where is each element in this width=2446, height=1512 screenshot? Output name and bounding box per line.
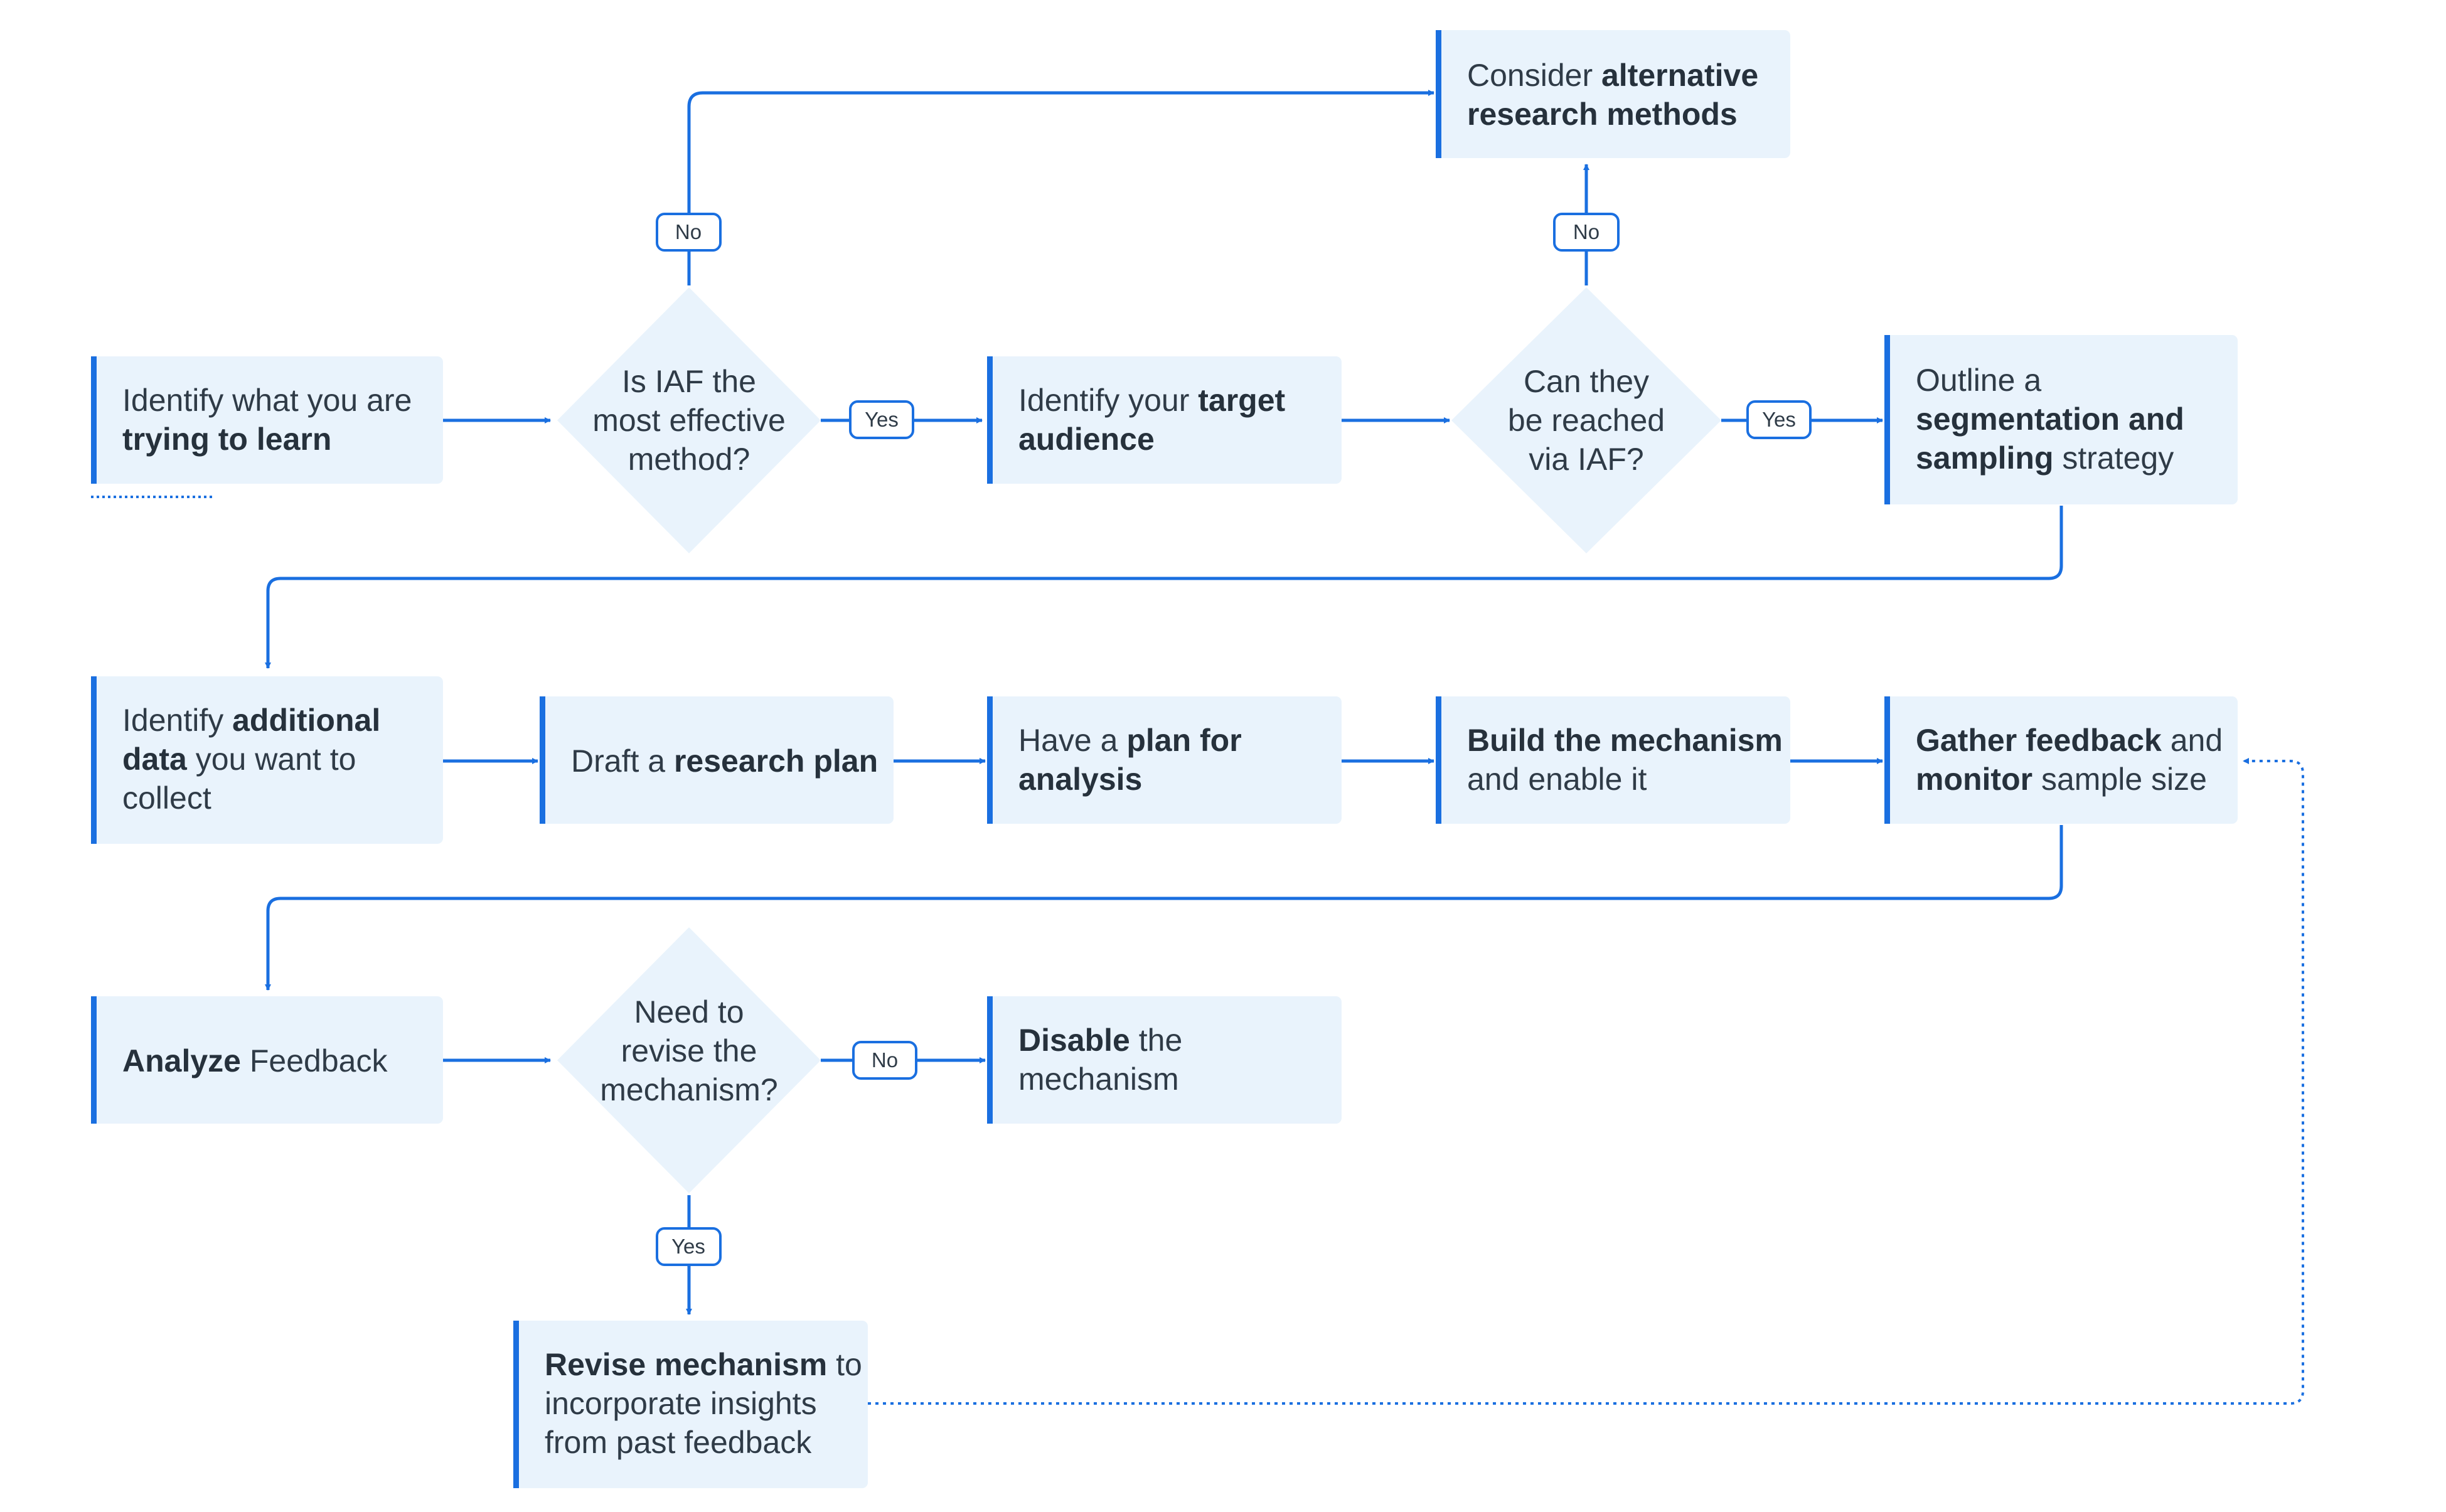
- node-revise-mechanism: Revise mechanism to incorporate insights f…: [513, 1321, 868, 1488]
- svg-text:Yes: Yes: [1762, 408, 1796, 431]
- edge-outline-to-additional: [265, 506, 2063, 669]
- need-revise-text: Need to: [634, 994, 744, 1030]
- analyze-text: Feedback: [241, 1043, 388, 1078]
- gather-text: sample size: [2032, 762, 2207, 797]
- draft-plan-text: Draft a: [571, 743, 674, 779]
- is-iaf-text: Is IAF the: [622, 364, 756, 399]
- additional-data-text: Identify: [122, 703, 232, 738]
- need-revise-text: revise the: [621, 1033, 757, 1068]
- edge-isiaf-no: [687, 90, 1434, 285]
- target-audience-text: Identify your: [1018, 383, 1198, 418]
- svg-text:Analyze Feedback: Analyze Feedback: [122, 1043, 388, 1078]
- tag-is-iaf-yes: Yes: [849, 400, 914, 439]
- svg-text:No: No: [675, 220, 702, 243]
- revise-text: incorporate insights: [545, 1386, 817, 1421]
- revise-text: Revise mechanism: [545, 1347, 827, 1382]
- tag-can-reach-yes: Yes: [1746, 400, 1812, 439]
- tag-is-iaf-no: No: [656, 213, 722, 252]
- outline-text: sampling: [1916, 440, 2053, 476]
- additional-data-text: additional: [232, 703, 380, 738]
- node-draft-research-plan: Draft a research plan: [540, 696, 894, 824]
- revise-text: to: [827, 1347, 862, 1382]
- revise-text: from past feedback: [545, 1425, 812, 1460]
- svg-text:Yes: Yes: [865, 408, 899, 431]
- decision-can-they-be-reached: Can they be reached via IAF?: [1451, 287, 1721, 553]
- svg-text:No: No: [872, 1048, 898, 1072]
- is-iaf-text: most effective: [592, 403, 786, 438]
- outline-text: segmentation and: [1916, 402, 2184, 437]
- tag-need-revise-yes: Yes: [656, 1227, 722, 1266]
- build-text: Build the mechanism: [1467, 723, 1783, 758]
- additional-data-text: data: [122, 742, 188, 777]
- disable-text: mechanism: [1018, 1062, 1179, 1097]
- gather-text: Gather feedback: [1916, 723, 2162, 758]
- target-audience-text: target: [1198, 383, 1285, 418]
- outline-text: Outline a: [1916, 363, 2041, 398]
- identify-learn-text: trying to learn: [122, 422, 331, 457]
- tag-need-revise-no: No: [852, 1041, 917, 1080]
- node-build-mechanism: Build the mechanism and enable it: [1436, 696, 1790, 824]
- alternative-text: Consider: [1467, 58, 1601, 93]
- draft-plan-text: research plan: [674, 743, 878, 779]
- node-alternative-methods: Consider alternative research methods: [1436, 30, 1790, 158]
- disable-text: Disable: [1018, 1023, 1130, 1058]
- node-identify-learn: Identify what you are trying to learn: [91, 356, 443, 484]
- analysis-plan-text: plan for: [1126, 723, 1241, 758]
- svg-text:Yes: Yes: [671, 1235, 705, 1258]
- edge-gather-to-analyze: [265, 825, 2063, 991]
- node-gather-feedback: Gather feedback and monitor sample size: [1884, 696, 2238, 824]
- analysis-plan-text: Have a: [1018, 723, 1126, 758]
- can-reach-text: be reached: [1508, 403, 1665, 438]
- outline-text: strategy: [2053, 440, 2174, 476]
- decision-is-iaf-effective: Is IAF the most effective method?: [557, 287, 821, 553]
- gather-text: monitor: [1916, 762, 2032, 797]
- can-reach-text: Can they: [1524, 364, 1649, 399]
- node-plan-for-analysis: Have a plan for analysis: [987, 696, 1342, 824]
- additional-data-text: collect: [122, 780, 211, 816]
- target-audience-text: audience: [1018, 422, 1155, 457]
- can-reach-text: via IAF?: [1529, 442, 1643, 477]
- is-iaf-text: method?: [628, 442, 750, 477]
- additional-data-text: you want to: [187, 742, 356, 777]
- need-revise-text: mechanism?: [600, 1072, 777, 1107]
- disable-text: the: [1130, 1023, 1182, 1058]
- alternative-text: research methods: [1467, 97, 1738, 132]
- svg-text:Draft a research plan: Draft a research plan: [571, 743, 878, 779]
- analyze-text: Analyze: [122, 1043, 241, 1078]
- gather-text: and: [2162, 723, 2223, 758]
- tag-can-reach-no: No: [1553, 213, 1620, 252]
- node-analyze-feedback: Analyze Feedback: [91, 996, 443, 1124]
- node-target-audience: Identify your target audience: [987, 356, 1342, 484]
- analysis-plan-text: analysis: [1018, 762, 1142, 797]
- svg-text:No: No: [1573, 220, 1600, 243]
- alternative-text: alternative: [1601, 58, 1758, 93]
- build-text: and enable it: [1467, 762, 1647, 797]
- identify-learn-text: Identify what you are: [122, 383, 412, 418]
- node-disable-mechanism: Disable the mechanism: [987, 996, 1342, 1124]
